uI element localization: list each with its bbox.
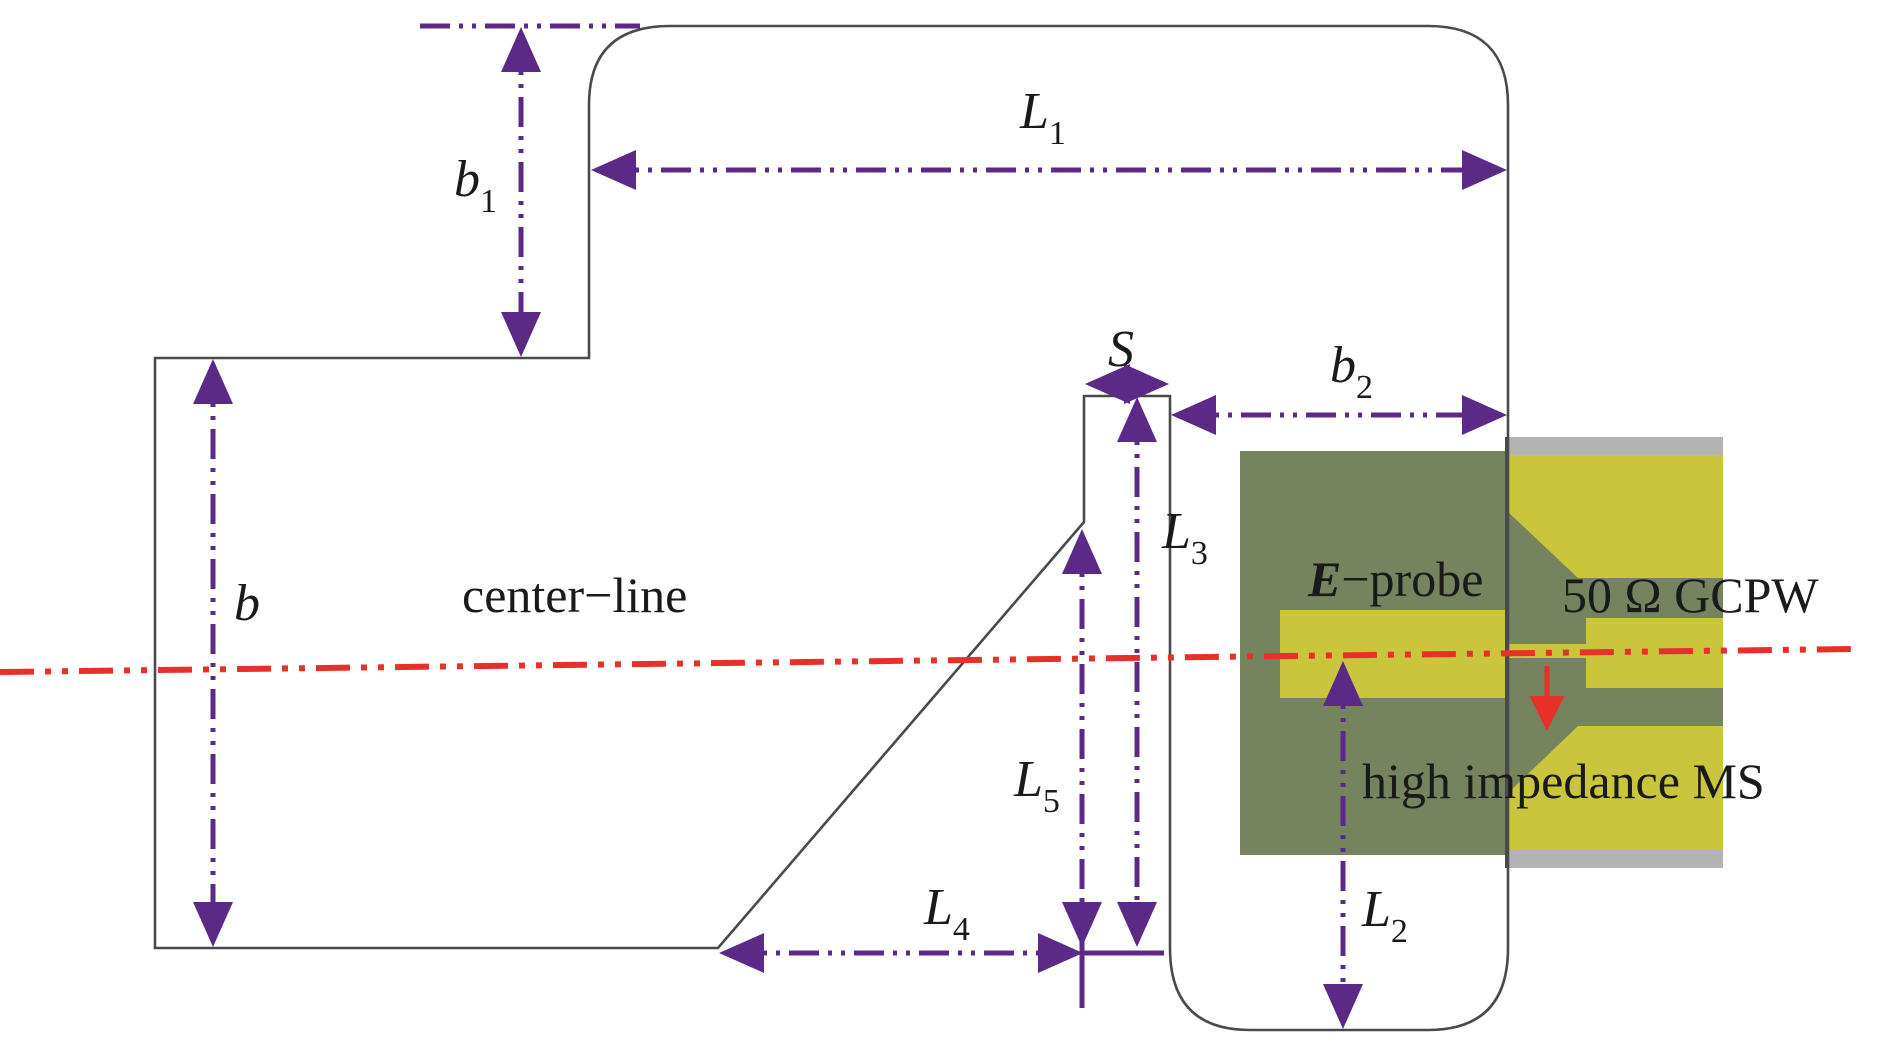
- label-L3: L3: [1161, 503, 1208, 572]
- label-e-probe: E−probe: [1307, 551, 1483, 607]
- label-b1: b1: [454, 151, 497, 220]
- gcpw-ground-edge-bottom: [1506, 850, 1723, 868]
- label-L5: L5: [1013, 751, 1060, 820]
- label-gcpw: 50 Ω GCPW: [1562, 567, 1819, 623]
- label-L2: L2: [1361, 881, 1408, 950]
- gcpw-ground-edge-top: [1506, 437, 1723, 455]
- label-b: b: [234, 575, 260, 632]
- label-S: S: [1108, 321, 1134, 378]
- label-high-impedance: high impedance MS: [1362, 753, 1765, 809]
- gcpw-ground-bottom: [1506, 726, 1723, 850]
- label-b2: b2: [1330, 337, 1373, 406]
- label-L4: L4: [923, 879, 970, 948]
- label-L1: L1: [1019, 83, 1066, 152]
- waveguide-outline: [153, 24, 1510, 1032]
- gcpw-ground-top: [1506, 455, 1723, 578]
- label-center-line: center−line: [462, 567, 687, 623]
